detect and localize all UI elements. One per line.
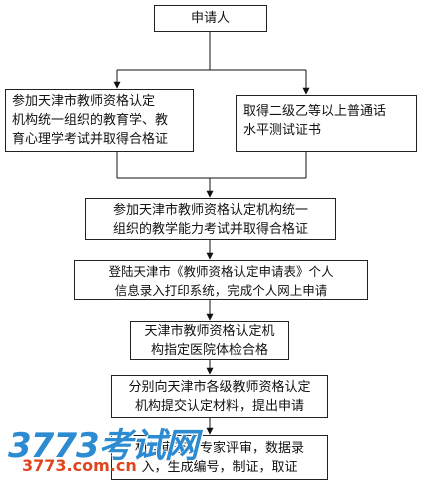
node-line: 分别向天津市各级教师资格认定 bbox=[128, 380, 311, 395]
node-submit-materials: 分别向天津市各级教师资格认定 机构提交认定材料，提出申请 bbox=[111, 375, 328, 418]
node-line: 参加天津市教师资格认定机构统一 bbox=[112, 203, 308, 218]
node-teaching-ability-exam: 参加天津市教师资格认定机构统一 组织的教学能力考试并取得合格证 bbox=[85, 198, 336, 240]
node-line: 水平测试证书 bbox=[243, 123, 322, 138]
node-line: 机构统一组织的教育学、教 bbox=[12, 113, 169, 128]
node-line: 参加天津市教师资格认定 bbox=[12, 94, 156, 109]
node-line: 机构提交认定材料，提出申请 bbox=[134, 399, 304, 414]
node-line: 构指定医院体检合格 bbox=[150, 343, 268, 358]
watermark-url: 3773.com.cn bbox=[22, 456, 137, 475]
site-watermark: 3773考试网 3773.com.cn bbox=[8, 418, 199, 482]
node-line: 材料审查，专家评审，数据录 bbox=[134, 441, 304, 456]
node-applicant: 申请人 bbox=[154, 5, 267, 32]
node-line: 天津市教师资格认定机 bbox=[144, 324, 275, 339]
node-line: 入，生成编号，制证，取证 bbox=[141, 460, 298, 475]
node-online-application: 登陆天津市《教师资格认定申请表》个人 信息录入打印系统，完成个人网上申请 bbox=[74, 260, 368, 300]
node-line: 登陆天津市《教师资格认定申请表》个人 bbox=[108, 264, 334, 279]
node-line: 信息录入打印系统，完成个人网上申请 bbox=[114, 283, 328, 298]
node-line: 组织的教学能力考试并取得合格证 bbox=[112, 222, 308, 237]
node-review-certify: 材料审查，专家评审，数据录 入，生成编号，制证，取证 bbox=[111, 435, 328, 480]
node-medical-exam: 天津市教师资格认定机 构指定医院体检合格 bbox=[130, 321, 289, 360]
node-line: 申请人 bbox=[190, 11, 230, 26]
node-line: 育心理学考试并取得合格证 bbox=[12, 132, 169, 147]
node-pedagogy-exam: 参加天津市教师资格认定 机构统一组织的教育学、教 育心理学考试并取得合格证 bbox=[5, 89, 194, 152]
node-mandarin-cert: 取得二级乙等以上普通话 水平测试证书 bbox=[236, 95, 417, 152]
node-line: 取得二级乙等以上普通话 bbox=[243, 104, 387, 119]
watermark-logo-text: 3773考试网 bbox=[8, 426, 199, 466]
